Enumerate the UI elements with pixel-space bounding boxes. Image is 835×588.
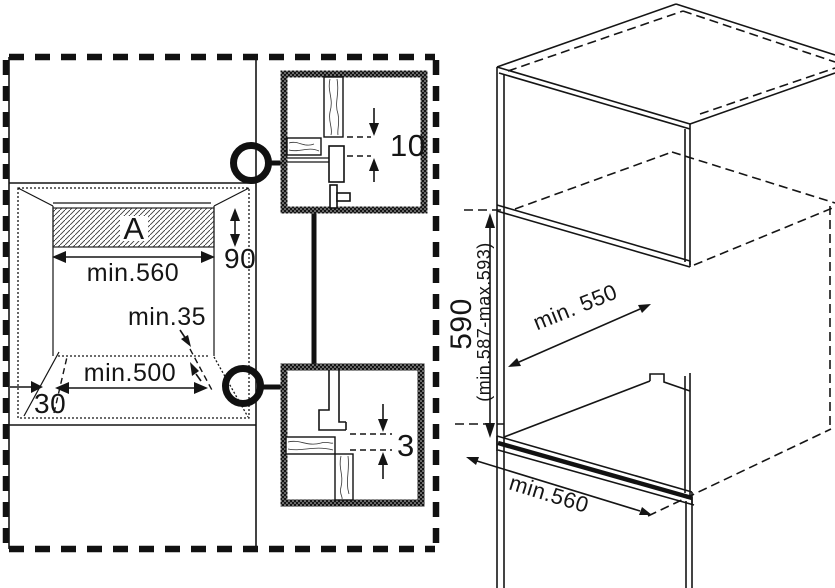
- iso-top-inset1: [507, 10, 684, 72]
- detail-callout-top: 10: [280, 70, 428, 214]
- iso-niche-ceiling-back: [671, 151, 835, 204]
- corner-diagonal-br: [213, 356, 249, 418]
- door-section-inner: [338, 370, 346, 423]
- dim-base-width-label: min.500: [84, 359, 176, 387]
- iso-top-front-edge: [496, 66, 691, 125]
- dim-niche-height-range-label: (min.587-max.593): [474, 242, 494, 402]
- dim-opening-width: min.560: [52, 251, 215, 287]
- iso-shelf-top: [496, 435, 693, 493]
- front-view-panel: A min.560 90 min.35 min.50: [2, 53, 440, 553]
- plinth-slant-front: [23, 351, 60, 417]
- recess-label: A: [123, 211, 144, 246]
- wood-floor: [285, 436, 336, 455]
- iso-niche-ceiling-right: [693, 206, 835, 266]
- iso-shelf-bottom: [497, 449, 695, 506]
- dim-top-gap-label: 10: [390, 128, 425, 163]
- iso-upper-bottom2: [496, 210, 691, 268]
- dim-niche-depth-label: min. 550: [530, 279, 621, 335]
- dim-base-width: min.500: [55, 359, 208, 394]
- mounting-bracket: [328, 145, 345, 183]
- corner-diagonal-tr: [213, 187, 250, 207]
- door-section-outer: [318, 370, 346, 431]
- niche-opening: [17, 187, 250, 419]
- iso-shelf-thick: [497, 440, 693, 501]
- wood-front-panel: [334, 453, 354, 501]
- iso-top-inset3: [699, 67, 835, 115]
- iso-top-back-edge: [675, 3, 835, 56]
- oven-frame-bar: [329, 184, 338, 209]
- panel-dashed-border: [2, 53, 440, 553]
- dim-rear-clearance: min.35: [128, 303, 206, 382]
- iso-niche-floor-back-hidden: [647, 428, 832, 517]
- dim-opening-width-label: min.560: [87, 259, 179, 287]
- dim-niche-width: min.560: [466, 457, 652, 518]
- iso-niche-floor-left: [503, 380, 651, 438]
- dim-bottom-gap: 3: [350, 404, 415, 479]
- magnifier-circle-top: [230, 142, 272, 184]
- iso-top-right-edge: [689, 72, 835, 125]
- dim-niche-depth: min. 550: [508, 279, 651, 367]
- iso-upper-bottom1: [496, 204, 691, 262]
- dim-niche-height: 590 (min.587-max.593): [445, 209, 504, 438]
- recess-label-bg: [120, 216, 148, 241]
- dim-recess-height: 90: [224, 208, 256, 274]
- dim-niche-height-label: 590: [445, 298, 478, 350]
- dim-top-gap: 10: [347, 108, 425, 182]
- rear-clearance-dashed: [189, 348, 214, 393]
- iso-top-left-edge: [496, 3, 677, 68]
- dim-plinth-label: 30: [34, 388, 66, 419]
- corner-diagonal-tl: [17, 187, 54, 207]
- dim-recess-height-label: 90: [224, 243, 256, 274]
- iso-top-inset2: [682, 10, 835, 63]
- isometric-view: 590 (min.587-max.593) min. 550 min.560: [445, 3, 835, 588]
- dim-plinth: 30: [10, 381, 66, 419]
- oven-frame-foot: [336, 192, 351, 202]
- dim-rear-clearance-label: min.35: [128, 303, 206, 331]
- dim-niche-width-label: min.560: [506, 470, 592, 518]
- iso-niche-ceiling-left: [514, 151, 673, 210]
- iso-top-front-edge2: [498, 72, 691, 130]
- wood-panel-vertical: [323, 76, 344, 138]
- iso-niche-floor-back-notch: [649, 373, 691, 392]
- detail-callout-bottom: 3: [280, 363, 425, 507]
- wood-shelf: [286, 137, 322, 156]
- dim-bottom-gap-label: 3: [397, 428, 415, 463]
- magnifier-circle-bottom: [222, 365, 264, 407]
